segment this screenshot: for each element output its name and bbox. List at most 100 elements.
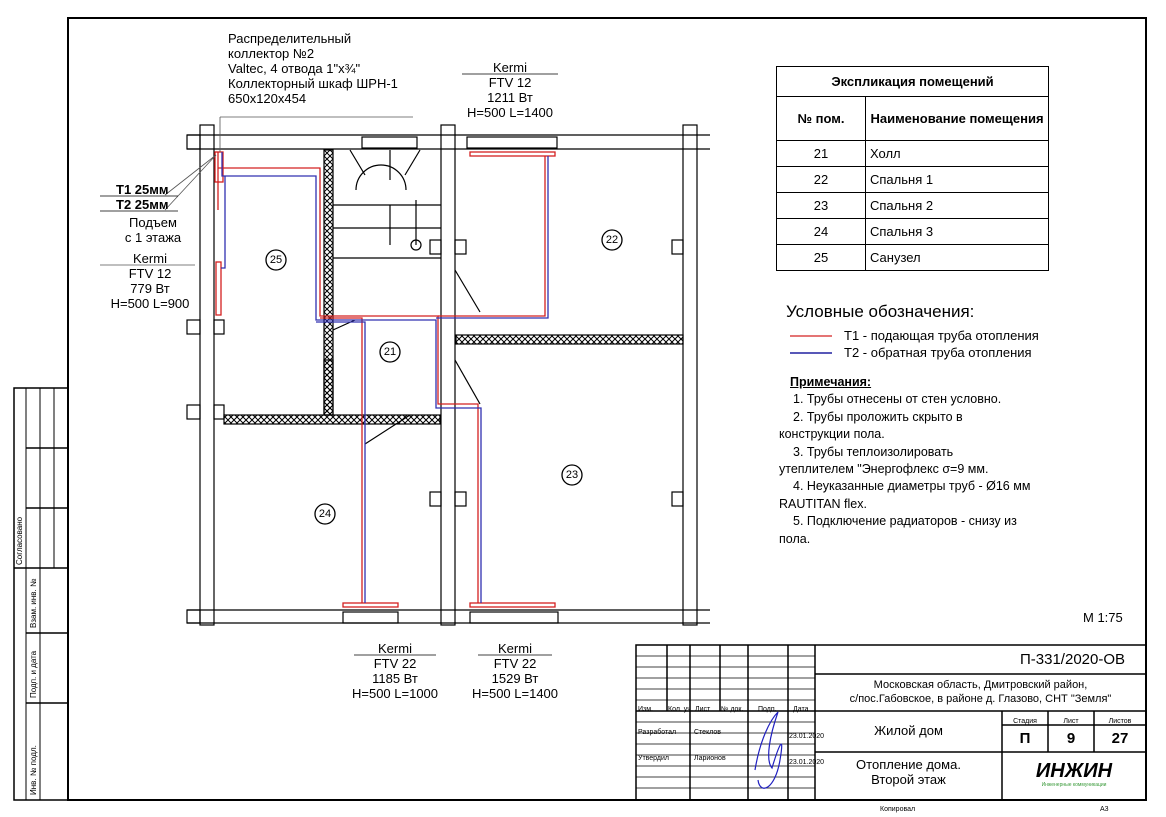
col-header: Лист	[695, 706, 711, 713]
radiator-label-24: Kermi FTV 22 1185 Вт H=500 L=1000	[345, 641, 445, 701]
note-item: утеплителем "Энергофлекс σ=9 мм.	[779, 462, 989, 477]
radiator-model: FTV 22	[373, 656, 417, 671]
developed-label: Разработал	[638, 729, 677, 736]
room-num-cell: 22	[776, 166, 866, 193]
radiator-model: FTV 12	[128, 266, 172, 281]
note-item: пола.	[779, 531, 811, 546]
room-num-cell: 24	[776, 218, 866, 245]
radiator-power: 1185 Вт	[372, 671, 418, 686]
drawing-title-line: Отопление дома.	[856, 757, 961, 772]
title-block-thin-grid	[636, 655, 815, 789]
radiator-brand: Kermi	[378, 641, 412, 656]
radiator-size: H=500 L=900	[110, 296, 190, 311]
stamp-inv-orig: Инв. № подл.	[29, 745, 38, 795]
radiator-size: H=500 L=1000	[351, 686, 439, 701]
room-number: 22	[605, 234, 619, 246]
legend-t2-label: Т2 - обратная труба отопления	[844, 345, 1032, 360]
radiator-size: H=500 L=1400	[471, 686, 559, 701]
riser-t1-label: Т1 25мм	[116, 182, 169, 197]
radiator-power: 1211 Вт	[487, 90, 533, 105]
radiator-model: FTV 12	[488, 75, 532, 90]
room-name-cell: Спальня 3	[865, 218, 1049, 245]
col-header: Подп.	[758, 706, 777, 713]
stamp-sign-date: Подп. и дата	[29, 650, 38, 698]
sheets-label: Листов	[1108, 718, 1132, 725]
notes-title: Примечания:	[790, 375, 872, 389]
stage-label: Стадия	[1013, 718, 1037, 725]
room-number: 23	[565, 469, 579, 481]
signature	[754, 711, 783, 789]
supply-pipes-t1	[214, 151, 546, 603]
radiator-brand: Kermi	[133, 251, 167, 266]
stamp-agreed: Согласовано	[15, 516, 24, 565]
developed-name: Стеклов	[694, 729, 721, 736]
explication-table: Экспликация помещений № пом.Наименование…	[776, 66, 1049, 271]
note-item: 4. Неуказанные диаметры труб - Ø16 мм	[793, 479, 1031, 494]
company-logo: ИНЖИН	[1035, 760, 1113, 782]
sheets-value: 27	[1111, 730, 1129, 747]
collector-line: коллектор №2	[228, 46, 315, 61]
radiator-label-23: Kermi FTV 22 1529 Вт H=500 L=1400	[460, 641, 570, 701]
radiator-brand: Kermi	[498, 641, 532, 656]
legend-title: Условные обозначения:	[786, 302, 975, 321]
collector-label: Распределительный коллектор №2 Valtec, 4…	[228, 31, 398, 106]
note-item: 3. Трубы теплоизолировать	[793, 444, 954, 459]
radiator-label-22: Kermi FTV 12 1211 Вт H=500 L=1400	[460, 60, 560, 120]
riser-note: Подъем с 1 этажа	[118, 215, 188, 245]
approved-date: 23.01.2020	[789, 759, 825, 766]
column-header: Наименование помещения	[865, 96, 1049, 141]
room-name-cell: Спальня 1	[865, 166, 1049, 193]
title-block-grid	[635, 644, 1147, 801]
radiator-size: H=500 L=1400	[466, 105, 554, 120]
room-num-cell: 23	[776, 192, 866, 219]
radiator-label-25: Kermi FTV 12 779 Вт H=500 L=900	[100, 251, 200, 311]
sheet-label: Лист	[1063, 718, 1079, 725]
col-header: Изм.	[638, 706, 653, 713]
stamp-replace-inv: Взам. инв. №	[29, 578, 38, 628]
explication-title: Экспликация помещений	[776, 66, 1049, 97]
room-name-cell: Санузел	[865, 244, 1049, 271]
note-item: 1. Трубы отнесены от стен условно.	[793, 392, 1002, 407]
drawing-title: Отопление дома. Второй этаж	[815, 757, 1002, 787]
collector-line: 650x120x454	[228, 91, 307, 106]
floor-plan-walls	[186, 124, 710, 626]
company-logo-subtitle: Инженерные коммуникации	[1041, 782, 1107, 788]
notes: Примечания: 1. Трубы отнесены от стен ус…	[779, 374, 1030, 548]
collector-line: Коллекторный шкаф ШРН-1	[228, 76, 398, 91]
room-name-cell: Холл	[865, 140, 1049, 167]
address: Московская область, Дмитровский район, с…	[815, 678, 1146, 706]
leader-lines	[100, 73, 558, 656]
radiator-power: 779 Вт	[130, 281, 170, 296]
col-header: Кол. уч.	[668, 706, 693, 713]
scale-label: М 1:75	[1083, 610, 1123, 625]
address-line: Московская область, Дмитровский район,	[873, 679, 1088, 691]
collector-line: Распределительный	[228, 31, 352, 46]
approved-label: Утвердил	[638, 755, 669, 762]
drawing-title-line: Второй этаж	[871, 772, 946, 787]
room-number: 21	[383, 346, 397, 358]
riser-line: с 1 этажа	[124, 230, 182, 245]
sheet-value: 9	[1066, 730, 1076, 747]
copied-label: Копировал	[880, 806, 916, 813]
col-header: № док.	[721, 706, 744, 713]
riser-line: Подъем	[129, 215, 177, 230]
legend-t1-label: Т1 - подающая труба отопления	[844, 328, 1039, 343]
col-header: Дата	[793, 706, 809, 713]
stage-value: П	[1019, 730, 1031, 747]
radiator-brand: Kermi	[493, 60, 527, 75]
return-pipes-t2	[221, 152, 549, 603]
object-name: Жилой дом	[874, 723, 943, 738]
room-number: 25	[269, 254, 283, 266]
room-markers	[265, 229, 623, 525]
column-header: № пом.	[776, 96, 866, 141]
radiator-model: FTV 22	[493, 656, 537, 671]
address-line: с/пос.Габовское, в районе д. Глазово, СН…	[849, 693, 1112, 705]
note-item: 2. Трубы проложить скрыто в	[793, 409, 963, 424]
note-item: 5. Подключение радиаторов - снизу из	[793, 514, 1017, 529]
room-number: 24	[318, 508, 332, 520]
